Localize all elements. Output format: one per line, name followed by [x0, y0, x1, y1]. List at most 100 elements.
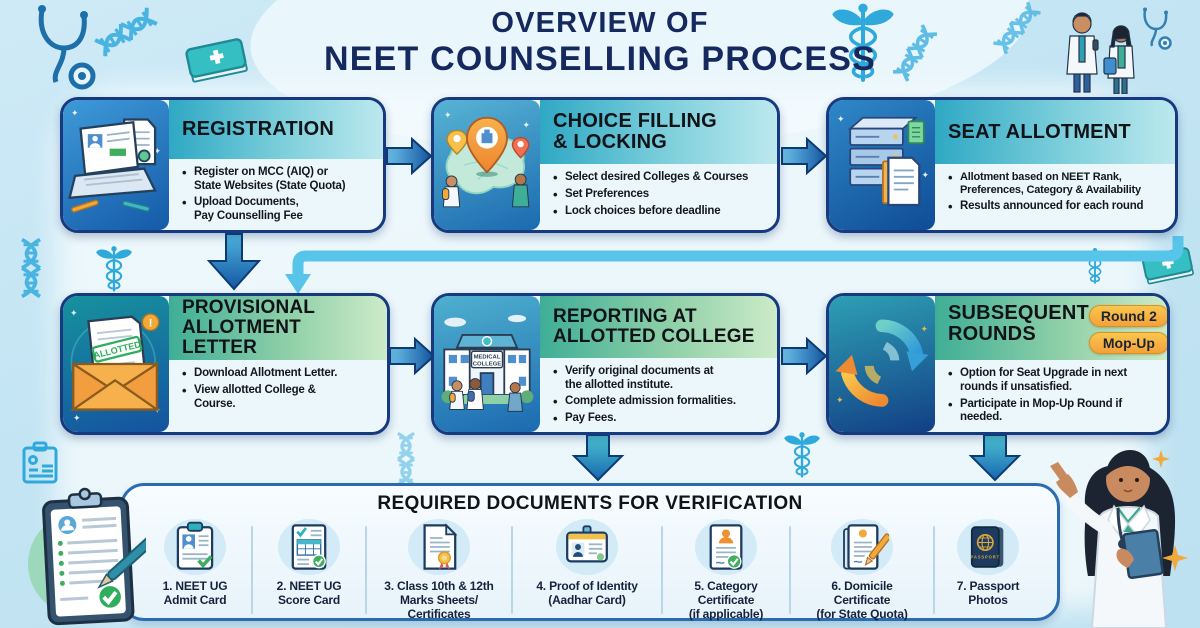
allotment-envelope-icon: ✦✦✦ ALLOTTED ! [63, 296, 169, 432]
document-label: 6. Domicile Certificate (for State Quota… [816, 579, 908, 621]
passport-icon: PASSPORT [957, 519, 1019, 575]
sparkle-icon [1162, 545, 1188, 571]
document-label: 2. NEET UG Score Card [276, 579, 342, 607]
mopup-badge: Mop-Up [1088, 332, 1167, 354]
college-sign-line1: MEDICAL [474, 355, 501, 361]
page-title-line2: NEET COUNSELLING PROCESS [323, 39, 877, 78]
category-certificate-icon [695, 519, 757, 575]
map-pins-icon: ✦✦ [434, 100, 540, 230]
step-bullet: Register on MCC (AIQ) or State Websites … [181, 165, 380, 194]
arrow-down-icon [968, 434, 1022, 482]
page-title: OVERVIEW OF NEET COUNSELLING PROCESS [250, 7, 950, 78]
arrow-down-icon [571, 434, 625, 482]
cycle-arrows-icon: ✦✦ [829, 296, 935, 432]
arrow-right-icon [781, 136, 827, 176]
caduceus-icon [783, 430, 821, 480]
document-label: 4. Proof of Identity (Aadhar Card) [536, 579, 638, 607]
arrow-down-icon [206, 233, 262, 291]
step-bullet: Allotment based on NEET Rank, Preference… [947, 170, 1172, 197]
college-sign-line2: COLLEGE [473, 361, 502, 367]
college-building-icon: MEDICAL COLLEGE [434, 296, 540, 432]
step-bullet: Participate in Mop-Up Round if needed. [947, 397, 1164, 426]
step-bullet: Complete admission formalities. [552, 394, 774, 409]
id-card-icon [556, 519, 618, 575]
divider [933, 526, 935, 615]
step-title: CHOICE FILLING & LOCKING [553, 110, 717, 153]
document-item: 5. Category Certificate (if applicable) [663, 519, 789, 621]
sparkle-icon [1152, 450, 1170, 468]
document-item: 2. NEET UG Score Card [253, 519, 365, 608]
step-title: SEAT ALLOTMENT [948, 120, 1131, 143]
round-badges: Round 2 Mop-Up [1088, 305, 1167, 354]
arrow-right-icon [389, 336, 435, 376]
document-item: 1. NEET UG Admit Card [139, 519, 251, 608]
step-card-choice-filling: ✦✦ CHOICE FILLING & LOCKING [431, 97, 780, 233]
step-bullet: Pay Fees. [552, 411, 774, 426]
step-bullet: Option for Seat Upgrade in next rounds i… [947, 366, 1164, 395]
step-bullet: Results announced for each round [947, 199, 1172, 214]
dna-icon [392, 432, 420, 486]
step-bullet: View allotted College & Course. [181, 383, 384, 412]
card-header: CHOICE FILLING & LOCKING [540, 100, 777, 164]
id-badge-outline-icon [22, 441, 58, 484]
step-title: REGISTRATION [182, 117, 335, 140]
step-card-subsequent-rounds: ✦✦ SUBSEQUENT ROUNDS Round 2 Mop-Up [826, 293, 1170, 435]
document-label: 5. Category Certificate (if applicable) [688, 579, 764, 621]
step-bullet: Download Allotment Letter. [181, 366, 384, 381]
card-header: SEAT ALLOTMENT [935, 100, 1175, 164]
round2-badge: Round 2 [1088, 305, 1167, 327]
step-title: SUBSEQUENT ROUNDS [948, 302, 1089, 345]
divider [251, 526, 253, 615]
card-body: Select desired Colleges & Courses Set Pr… [540, 164, 777, 230]
dna-icon [16, 238, 46, 298]
step-card-reporting-at-college: MEDICAL COLLEGE REPORTING AT ALLOTTED CO… [431, 293, 780, 435]
card-header: REPORTING AT ALLOTTED COLLEGE [540, 296, 777, 358]
documents-row: 1. NEET UG Admit Card 2. N [123, 515, 1057, 621]
alert-glyph: ! [149, 318, 153, 330]
step-title: PROVISIONAL ALLOTMENT LETTER [182, 297, 316, 358]
step-card-provisional-allotment-letter: ✦✦✦ ALLOTTED ! PROVIS [60, 293, 390, 435]
domicile-certificate-icon [831, 519, 893, 575]
arrow-right-icon [781, 336, 827, 376]
page-title-line1: OVERVIEW OF [491, 7, 709, 39]
caduceus-icon [94, 244, 134, 294]
document-label: 1. NEET UG Admit Card [162, 579, 228, 607]
step-bullet: Upload Documents, Pay Counselling Fee [181, 195, 380, 224]
step-title: REPORTING AT ALLOTTED COLLEGE [553, 305, 755, 347]
document-item: 3. Class 10th & 12th Marks Sheets/ Certi… [367, 519, 511, 621]
divider [789, 526, 791, 615]
documents-section-title: REQUIRED DOCUMENTS FOR VERIFICATION [377, 493, 803, 514]
required-documents-section: REQUIRED DOCUMENTS FOR VERIFICATION 1. N… [120, 483, 1060, 621]
step-card-registration: ✦✦ REGISTRATION [60, 97, 386, 233]
server-stack-icon: ✦✦ [829, 100, 935, 230]
document-label: 3. Class 10th & 12th Marks Sheets/ Certi… [384, 579, 494, 621]
card-header: SUBSEQUENT ROUNDS Round 2 Mop-Up [935, 296, 1167, 360]
doctors-illustration [1066, 12, 1135, 94]
divider [661, 526, 663, 615]
divider [365, 526, 367, 615]
marks-sheet-icon [408, 519, 470, 575]
card-body: Download Allotment Letter. View allotted… [169, 360, 387, 432]
card-body: Option for Seat Upgrade in next rounds i… [935, 360, 1167, 432]
card-header: REGISTRATION [169, 100, 383, 159]
card-body: Allotment based on NEET Rank, Preference… [935, 164, 1175, 230]
score-card-icon [278, 519, 340, 575]
document-item: PASSPORT 7. Passport Photos [935, 519, 1041, 608]
admit-card-icon [164, 519, 226, 575]
step-bullet: Set Preferences [552, 187, 774, 202]
flow-connector-line [285, 236, 1184, 294]
step-bullet: Lock choices before deadline [552, 204, 774, 219]
checklist-clipboard-illustration [28, 487, 146, 626]
medical-book-icon [182, 36, 254, 90]
step-bullet: Select desired Colleges & Courses [552, 170, 774, 185]
card-header: PROVISIONAL ALLOTMENT LETTER [169, 296, 387, 360]
passport-cover-text: PASSPORT [971, 555, 1001, 560]
laptop-documents-icon: ✦✦ [63, 100, 169, 230]
card-body: Register on MCC (AIQ) or State Websites … [169, 159, 383, 230]
doctor-illustration [1050, 450, 1176, 628]
arrow-right-icon [386, 136, 432, 176]
document-item: 4. Proof of Identity (Aadhar Card) [513, 519, 661, 608]
step-bullet: Verify original documents at the allotte… [552, 364, 774, 393]
document-item: 6. Domicile Certificate (for State Quota… [791, 519, 933, 621]
card-body: Verify original documents at the allotte… [540, 358, 777, 432]
